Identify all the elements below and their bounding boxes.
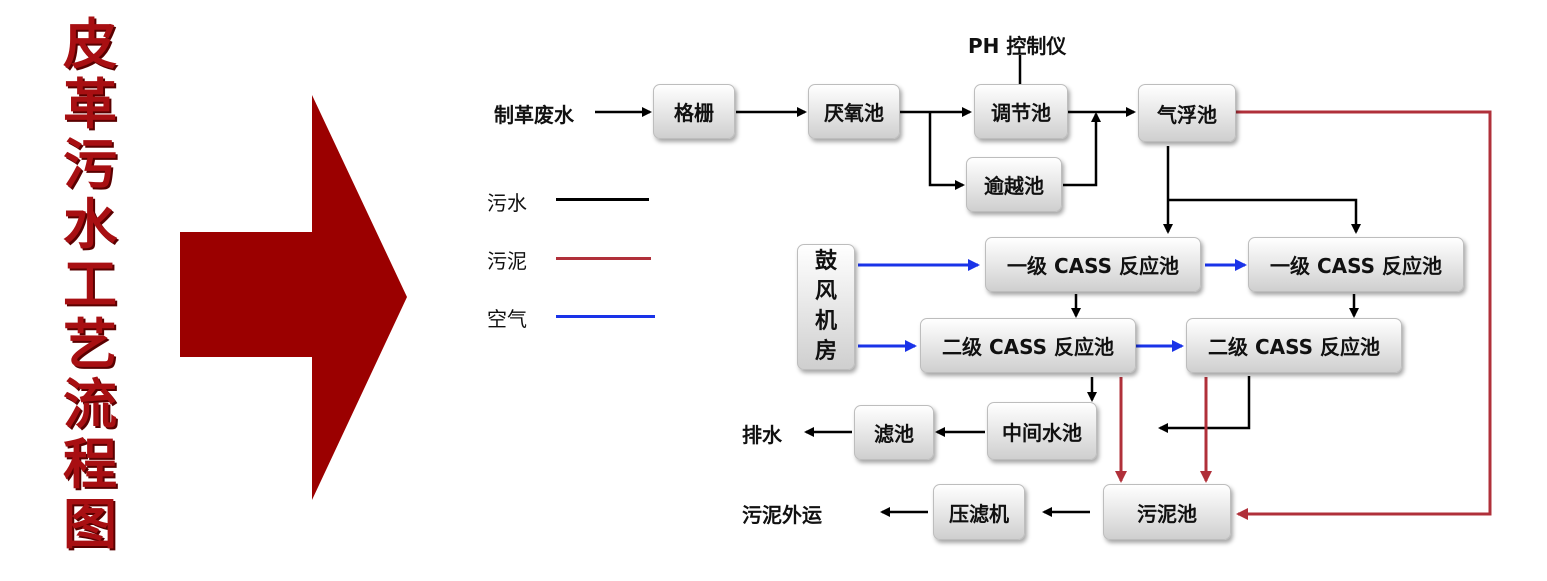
title-char: 水 bbox=[63, 192, 117, 256]
flow-line bbox=[1063, 112, 1101, 187]
flow-line bbox=[1158, 376, 1251, 433]
legend-sewage-swatch bbox=[556, 198, 649, 201]
title-char: 工 bbox=[63, 252, 117, 316]
blower-char: 房 bbox=[814, 339, 837, 364]
legend-sludge-label: 污泥 bbox=[487, 249, 527, 273]
node-sludge-tank: 污泥池 bbox=[1103, 484, 1231, 540]
node-cass2-a: 二级 CASS 反应池 bbox=[920, 318, 1136, 373]
title-char: 图 bbox=[63, 492, 117, 556]
title-char: 革 bbox=[63, 72, 117, 136]
node-cass1-b: 一级 CASS 反应池 bbox=[1248, 237, 1464, 292]
legend-sewage-label: 污水 bbox=[487, 191, 527, 215]
node-cass1-a: 一级 CASS 反应池 bbox=[985, 237, 1201, 292]
ph-controller-label: PH 控制仪 bbox=[968, 34, 1067, 58]
node-filter-press: 压滤机 bbox=[933, 484, 1025, 540]
legend-air-swatch bbox=[556, 315, 655, 318]
sludge-out-label: 污泥外运 bbox=[742, 503, 822, 527]
legend-air-label: 空气 bbox=[487, 307, 527, 331]
title-char: 流 bbox=[63, 372, 117, 436]
node-grille: 格栅 bbox=[653, 84, 735, 139]
node-overflow-tank: 逾越池 bbox=[966, 157, 1062, 212]
title-char: 程 bbox=[63, 432, 117, 496]
node-anaerobic-tank: 厌氧池 bbox=[808, 84, 900, 139]
blower-char: 机 bbox=[814, 309, 837, 334]
title-char: 艺 bbox=[63, 312, 117, 376]
node-flotation-tank: 气浮池 bbox=[1138, 84, 1236, 142]
vertical-title: 皮 革 污 水 工 艺 流 程 图 bbox=[52, 14, 128, 554]
node-blower-room: 鼓 风 机 房 bbox=[797, 244, 855, 370]
input-label: 制革废水 bbox=[494, 103, 574, 127]
node-filter-tank: 滤池 bbox=[854, 405, 934, 460]
sludge-line bbox=[1236, 110, 1492, 520]
flow-line bbox=[928, 112, 965, 190]
node-regulating-tank: 调节池 bbox=[974, 84, 1068, 139]
legend-sludge-swatch bbox=[556, 257, 651, 260]
flow-line bbox=[1168, 198, 1361, 234]
big-red-arrow-icon bbox=[180, 95, 407, 500]
title-char: 污 bbox=[63, 132, 117, 196]
blower-char: 风 bbox=[814, 279, 837, 304]
node-cass2-b: 二级 CASS 反应池 bbox=[1186, 318, 1402, 373]
node-intermediate-tank: 中间水池 bbox=[987, 402, 1097, 460]
title-char: 皮 bbox=[63, 12, 117, 76]
discharge-label: 排水 bbox=[742, 423, 782, 447]
blower-char: 鼓 bbox=[814, 249, 837, 274]
